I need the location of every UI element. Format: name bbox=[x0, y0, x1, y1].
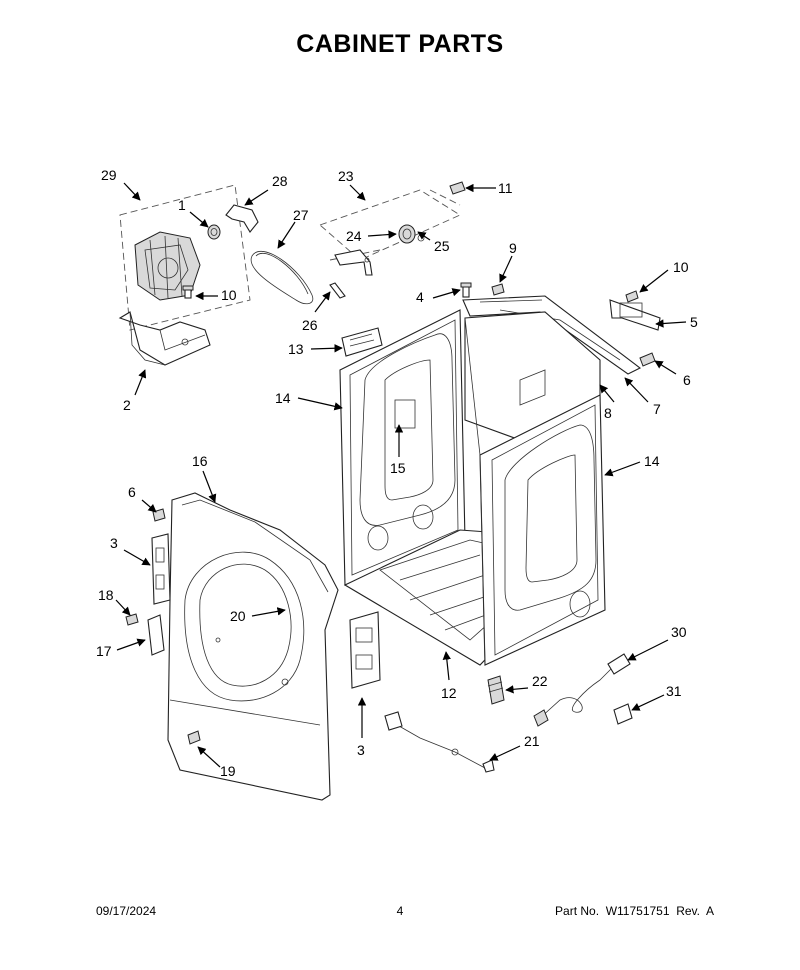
callout-8: 8 bbox=[604, 405, 612, 421]
callout-11: 11 bbox=[498, 180, 513, 196]
callout-31: 31 bbox=[666, 683, 682, 699]
callout-15: 15 bbox=[390, 460, 406, 476]
callout-26: 26 bbox=[302, 317, 318, 333]
callout-18: 18 bbox=[98, 587, 114, 603]
callout-9: 9 bbox=[509, 240, 517, 256]
power-cord bbox=[533, 653, 631, 727]
callout-19: 19 bbox=[220, 763, 236, 779]
callout-29: 29 bbox=[101, 167, 117, 183]
idler-pulley bbox=[207, 224, 221, 240]
callout-4: 4 bbox=[416, 289, 424, 305]
door-switch bbox=[147, 614, 165, 656]
callout-12: 12 bbox=[441, 685, 457, 701]
leveling-foot bbox=[487, 675, 505, 705]
footer-part-number: Part No. W11751751 Rev. A bbox=[555, 904, 714, 918]
callout-6-right: 6 bbox=[683, 372, 691, 388]
leader-lines bbox=[115, 182, 687, 768]
top-rear-bracket bbox=[609, 290, 661, 331]
rear-screw bbox=[491, 283, 505, 296]
top-screw bbox=[449, 181, 466, 195]
wire-harness bbox=[384, 711, 495, 773]
front-panel bbox=[167, 492, 339, 801]
motor-screw bbox=[182, 285, 194, 299]
callout-3-right: 3 bbox=[357, 742, 365, 758]
blower-bracket bbox=[334, 249, 373, 276]
door-hinge-right bbox=[349, 611, 381, 689]
callout-16: 16 bbox=[192, 453, 208, 469]
cabinet-screw bbox=[460, 282, 472, 298]
callout-13: 13 bbox=[288, 341, 304, 357]
motor-mount-bracket bbox=[118, 311, 211, 366]
callout-25: 25 bbox=[434, 238, 450, 254]
switch-screw bbox=[125, 613, 139, 626]
callout-2: 2 bbox=[123, 397, 131, 413]
callout-10-top-right: 10 bbox=[673, 259, 689, 275]
drive-motor bbox=[134, 231, 201, 301]
vent-plate bbox=[341, 327, 383, 357]
cabinet-frame bbox=[339, 295, 642, 666]
callout-23: 23 bbox=[338, 168, 354, 184]
footer-page-number: 4 bbox=[396, 904, 404, 918]
side-screw-right bbox=[639, 352, 656, 367]
drive-belt bbox=[250, 250, 314, 305]
callout-20: 20 bbox=[230, 608, 246, 624]
callout-labels: 29 28 1 27 23 11 24 25 9 10 10 4 5 26 13… bbox=[96, 167, 698, 779]
spring-clip bbox=[329, 282, 346, 299]
bottom-screw bbox=[187, 730, 201, 745]
callout-30: 30 bbox=[671, 624, 687, 640]
callout-6-left: 6 bbox=[128, 484, 136, 500]
motor-strap bbox=[225, 204, 259, 233]
callout-1: 1 bbox=[178, 197, 186, 213]
cord-clamp bbox=[613, 703, 633, 725]
callout-28: 28 bbox=[272, 173, 288, 189]
callout-27: 27 bbox=[293, 207, 309, 223]
footer-date: 09/17/2024 bbox=[96, 904, 157, 918]
callout-24: 24 bbox=[346, 228, 362, 244]
motor-group-outline bbox=[119, 184, 251, 331]
page-title: CABINET PARTS bbox=[296, 30, 504, 58]
callout-21: 21 bbox=[524, 733, 540, 749]
callout-22: 22 bbox=[532, 673, 548, 689]
callout-10-motor: 10 bbox=[221, 287, 237, 303]
callout-14-left: 14 bbox=[275, 390, 291, 406]
callout-14-right: 14 bbox=[644, 453, 660, 469]
callout-17: 17 bbox=[96, 643, 112, 659]
callout-5: 5 bbox=[690, 314, 698, 330]
callout-3-left: 3 bbox=[110, 535, 118, 551]
callout-7: 7 bbox=[653, 401, 661, 417]
door-hinge-left bbox=[151, 533, 171, 605]
